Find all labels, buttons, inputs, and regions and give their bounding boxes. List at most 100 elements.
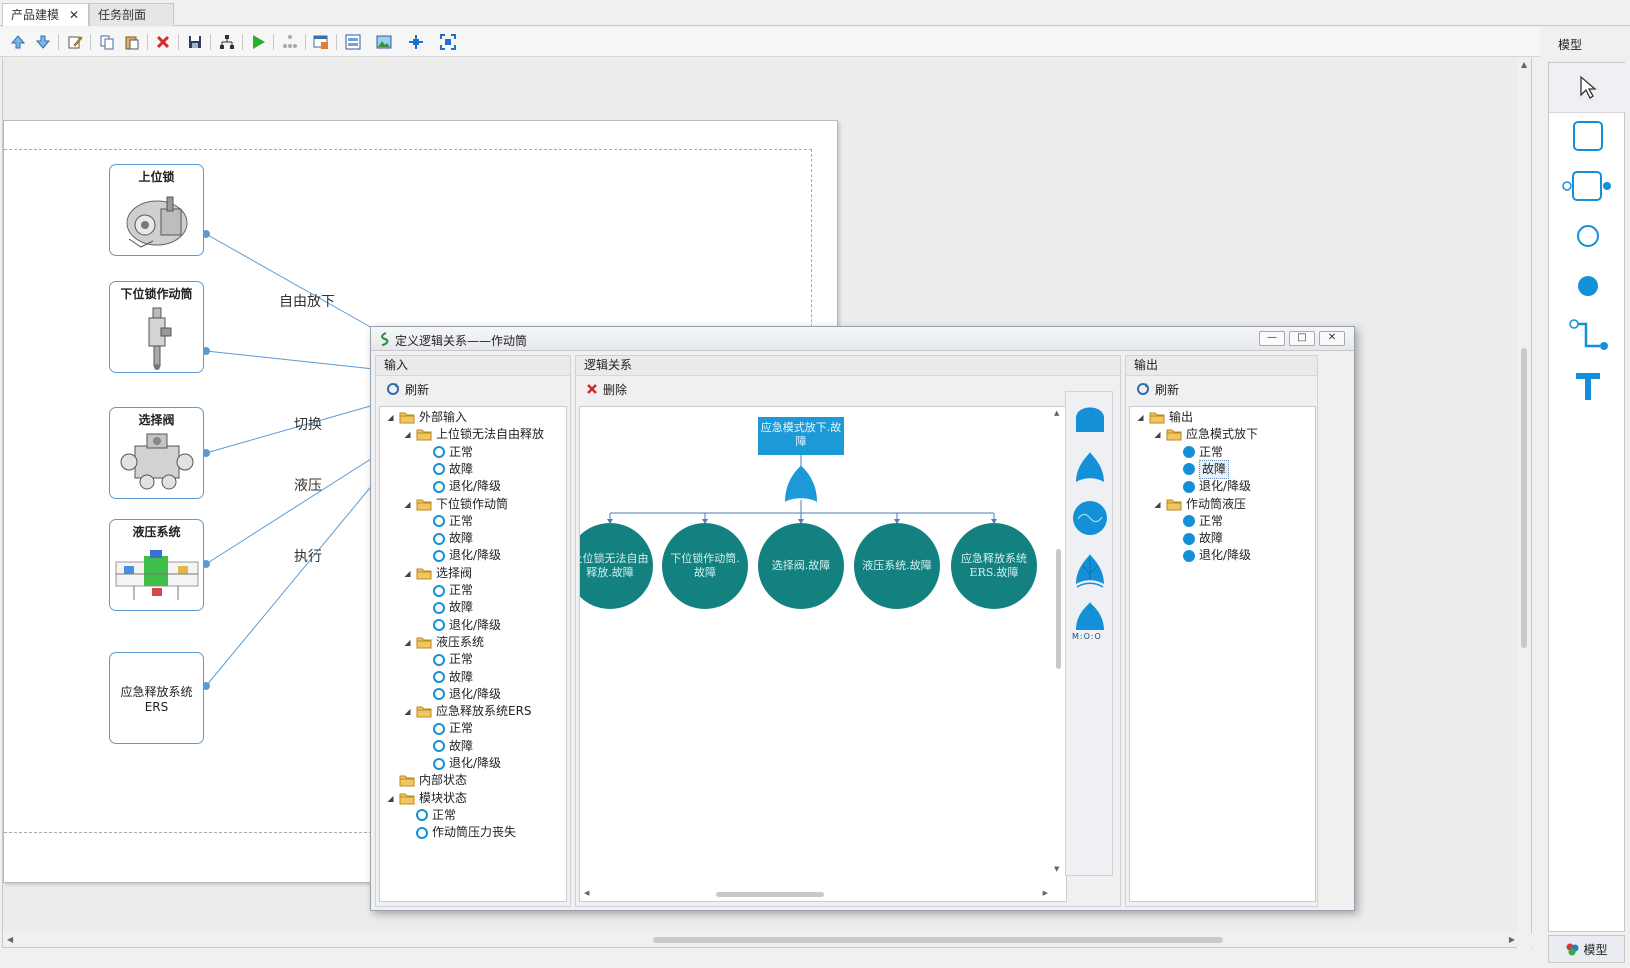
tree-state-node[interactable]: 故障	[420, 669, 473, 686]
tree-state-node[interactable]: 退化/降级	[420, 617, 501, 634]
scroll-right-arrow[interactable]: ▶	[1508, 935, 1515, 944]
connection-line[interactable]	[205, 482, 375, 687]
xor-gate-tool[interactable]	[1074, 552, 1106, 591]
fault-tree-canvas[interactable]: 应急模式放下.故障 上位锁无法自由释放.故障 下位锁作动筒.故障 选择阀.故障 …	[579, 406, 1067, 902]
scroll-right-arrow[interactable]: ▶	[1042, 889, 1048, 897]
tree-folder-node[interactable]: ◢模块状态	[386, 790, 467, 807]
delete-button[interactable]: 删除	[586, 381, 627, 398]
tree-state-node[interactable]: 退化/降级	[1170, 478, 1251, 495]
move-up-button[interactable]	[8, 32, 28, 52]
tree-folder-node[interactable]: 内部状态	[386, 772, 467, 789]
expand-arrow-icon[interactable]: ◢	[1137, 413, 1144, 422]
tree-state-node[interactable]: 作动筒压力丧失	[403, 824, 516, 841]
scrollbar-thumb[interactable]	[716, 892, 824, 897]
tree-state-node[interactable]: 退化/降级	[420, 755, 501, 772]
tree-state-node[interactable]: 正常	[420, 513, 473, 530]
tree-state-node[interactable]: 故障	[420, 530, 473, 547]
circle-filled-tool[interactable]	[1549, 261, 1626, 311]
paste-button[interactable]	[122, 32, 142, 52]
expand-arrow-icon[interactable]: ◢	[387, 793, 394, 803]
connection-line[interactable]	[205, 233, 375, 330]
tree-state-node[interactable]: 正常	[1170, 444, 1223, 461]
connection-line[interactable]	[205, 350, 375, 370]
node-hydraulic-system[interactable]: 液压系统	[109, 519, 204, 611]
basic-event-selector-valve[interactable]: 选择阀.故障	[758, 523, 844, 609]
top-event-box[interactable]: 应急模式放下.故障	[758, 417, 844, 455]
expand-arrow-icon[interactable]: ◢	[404, 637, 411, 647]
port-dot[interactable]	[202, 560, 210, 568]
circle-outline-tool[interactable]	[1549, 211, 1626, 261]
connection-line[interactable]	[205, 404, 375, 454]
tree-layout-button[interactable]	[280, 32, 300, 52]
tree-state-node[interactable]: 退化/降级	[420, 686, 501, 703]
port-dot[interactable]	[202, 682, 210, 690]
maximize-button[interactable]: □	[1289, 331, 1315, 346]
and-gate-tool[interactable]	[1074, 402, 1106, 437]
expand-arrow-icon[interactable]: ◢	[387, 413, 394, 422]
connection-line[interactable]	[205, 456, 375, 565]
basic-event-downlock-actuator[interactable]: 下位锁作动筒.故障	[662, 523, 748, 609]
tree-state-node[interactable]: 正常	[420, 444, 473, 461]
tree-state-node[interactable]: 退化/降级	[420, 478, 501, 495]
scroll-left-arrow[interactable]: ◀	[584, 889, 590, 897]
tree-folder-node[interactable]: ◢选择阀	[403, 565, 472, 582]
run-button[interactable]	[248, 32, 268, 52]
expand-arrow-icon[interactable]: ◢	[404, 499, 411, 509]
expand-arrow-icon[interactable]: ◢	[1154, 430, 1161, 440]
or-gate-tool[interactable]	[1074, 450, 1106, 487]
tree-state-node[interactable]: 正常	[420, 720, 473, 737]
tree-state-node[interactable]: 退化/降级	[1170, 547, 1251, 564]
tree-state-node[interactable]: 故障	[420, 599, 473, 616]
copy-button[interactable]	[97, 32, 117, 52]
canvas-horizontal-scrollbar[interactable]: ◀ ▶	[3, 933, 1533, 947]
node-uplock[interactable]: 上位锁	[109, 164, 204, 256]
tab-product-modeling[interactable]: 产品建模✕	[2, 3, 89, 26]
expand-arrow-icon[interactable]: ◢	[404, 707, 411, 717]
close-button[interactable]: ✕	[1319, 331, 1345, 346]
fit-page-button[interactable]	[438, 32, 458, 52]
tree-folder-node[interactable]: ◢下位锁作动筒	[403, 496, 508, 513]
edit-button[interactable]	[65, 32, 85, 52]
tree-state-node[interactable]: 故障	[420, 738, 473, 755]
tree-folder-node[interactable]: ◢液压系统	[403, 634, 484, 651]
expand-arrow-icon[interactable]: ◢	[1154, 499, 1161, 509]
scrollbar-thumb[interactable]	[653, 937, 1223, 943]
basic-event-uplock[interactable]: 上位锁无法自由释放.故障	[580, 523, 653, 609]
tree-state-node[interactable]: 正常	[420, 582, 473, 599]
connector-tool[interactable]	[1549, 311, 1626, 361]
canvas-vertical-scrollbar[interactable]: ▲ ▼	[1517, 58, 1531, 948]
scroll-left-arrow[interactable]: ◀	[7, 935, 14, 944]
tree-state-node[interactable]: 正常	[1170, 513, 1223, 530]
tab-mission-profile[interactable]: 任务剖面	[89, 3, 174, 26]
tree-folder-node[interactable]: ◢上位锁无法自由释放	[403, 426, 544, 443]
node-downlock-actuator[interactable]: 下位锁作动筒	[109, 281, 204, 373]
tree-state-node[interactable]: 故障	[1170, 459, 1230, 479]
port-dot[interactable]	[202, 449, 210, 457]
layout-button[interactable]	[343, 32, 363, 52]
tree-folder-node[interactable]: ◢外部输入	[386, 409, 467, 426]
scroll-down-arrow[interactable]: ▼	[1054, 865, 1060, 873]
rectangle-tool[interactable]	[1549, 111, 1626, 161]
delete-button[interactable]	[153, 32, 173, 52]
save-button[interactable]	[185, 32, 205, 52]
voting-gate-tool[interactable]	[1074, 600, 1106, 635]
tree-folder-node[interactable]: ◢输出	[1136, 409, 1193, 426]
or-gate-node[interactable]	[785, 465, 817, 502]
tree-state-node[interactable]: 正常	[403, 807, 456, 824]
logic-horizontal-scrollbar[interactable]: ◀ ▶	[582, 889, 1052, 899]
node-selector-valve[interactable]: 选择阀	[109, 407, 204, 499]
pointer-tool[interactable]	[1549, 63, 1626, 113]
port-dot[interactable]	[202, 347, 210, 355]
transfer-gate-tool[interactable]	[1072, 500, 1108, 539]
tree-folder-node[interactable]: ◢应急释放系统ERS	[403, 703, 531, 720]
dialog-title-bar[interactable]: 定义逻辑关系——作动筒 — □ ✕	[371, 327, 1354, 351]
tree-state-node[interactable]: 故障	[420, 461, 473, 478]
expand-arrow-icon[interactable]: ◢	[404, 430, 411, 440]
scroll-up-arrow[interactable]: ▲	[1521, 60, 1528, 69]
fit-center-button[interactable]	[406, 32, 426, 52]
tree-state-node[interactable]: 退化/降级	[420, 547, 501, 564]
text-tool[interactable]	[1549, 361, 1626, 411]
basic-event-ers[interactable]: 应急释放系统ERS.故障	[951, 523, 1037, 609]
scrollbar-thumb[interactable]	[1521, 348, 1527, 648]
basic-event-hydraulic-system[interactable]: 液压系统.故障	[854, 523, 940, 609]
